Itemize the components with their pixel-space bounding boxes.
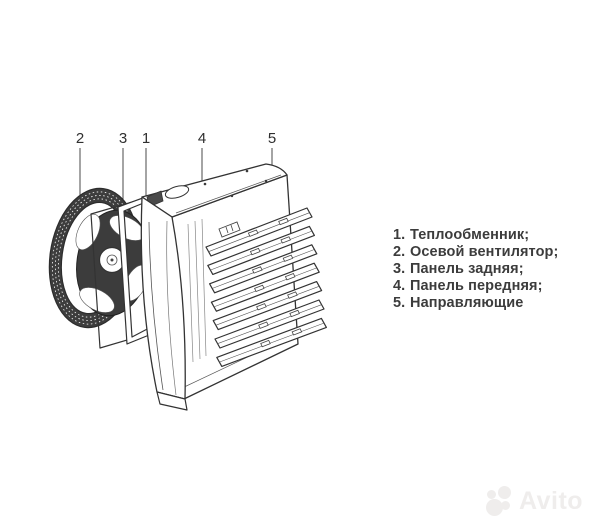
louver-lip-line (210, 230, 313, 271)
louver-clip (256, 303, 267, 311)
louver-clip (260, 339, 271, 348)
panel-clip-ticks (225, 224, 234, 234)
legend-item-num: 2. (393, 244, 406, 260)
legend-item-label: Осевой вентилятор; (410, 244, 559, 260)
louver-lip-line (217, 304, 322, 344)
legend: 1. Теплообменник; 2. Осевой вентилятор; … (393, 227, 558, 312)
louver-clip (280, 236, 291, 244)
pillar-foot (156, 391, 188, 411)
avito-watermark: Avito (486, 486, 583, 516)
legend-item: 1. Теплообменник; (393, 227, 558, 244)
top-face-edge-line (175, 174, 282, 214)
panel-clip (218, 221, 241, 238)
avito-logo-icon (486, 486, 516, 516)
louver-clip (247, 229, 259, 237)
callout-front-panel: 4 (198, 130, 206, 147)
louvers-drawing (205, 207, 327, 367)
pillar-curve-line (166, 220, 177, 396)
callout-louvers: 5 (268, 130, 276, 147)
louver-lip-line (215, 286, 320, 326)
legend-item: 4. Панель передняя; (393, 278, 558, 295)
louver-lip-line (219, 322, 325, 363)
screw-dot (264, 179, 268, 183)
watermark-text: Avito (519, 486, 584, 515)
louver-clip (289, 309, 300, 318)
louver-clip (258, 321, 269, 329)
screw-dot (203, 182, 207, 186)
axial-fan-drawing (48, 187, 155, 349)
louver-clip (278, 217, 289, 226)
louver-lip-line (211, 249, 315, 289)
callout-axial-fan: 2 (76, 130, 84, 147)
louver-clip (287, 291, 298, 299)
louver-clip (282, 254, 294, 262)
fan-motor-bump (164, 185, 190, 199)
legend-item-label: Панель передняя; (410, 278, 543, 294)
louver-clip (251, 266, 263, 274)
legend-item-label: Панель задняя; (410, 261, 524, 277)
louver-lip-line (213, 267, 317, 308)
louver-lip-line (208, 212, 310, 252)
legend-item-num: 5. (393, 295, 406, 311)
legend-item-num: 4. (393, 278, 406, 294)
pillar-curve-line (148, 221, 164, 391)
legend-item-num: 3. (393, 261, 406, 277)
louver-clip (291, 328, 303, 336)
callout-heat-exchanger: 1 (142, 130, 150, 147)
louver-clip (254, 284, 265, 293)
legend-item-num: 1. (393, 227, 406, 243)
screw-dot (230, 194, 234, 198)
legend-item: 3. Панель задняя; (393, 261, 558, 278)
top-face (141, 163, 288, 218)
louver-clip (249, 247, 261, 256)
legend-item: 2. Осевой вентилятор; (393, 244, 558, 261)
callout-rear-panel: 3 (119, 130, 127, 147)
screw-dot (245, 169, 249, 173)
fan-axle (110, 258, 114, 262)
louver-clip (284, 273, 296, 281)
legend-item: 5. Направляющие (393, 295, 558, 312)
interior-lines (187, 218, 207, 363)
legend-item-label: Теплообменник; (410, 227, 530, 243)
legend-item-label: Направляющие (410, 295, 524, 311)
fan-blade (75, 213, 101, 251)
